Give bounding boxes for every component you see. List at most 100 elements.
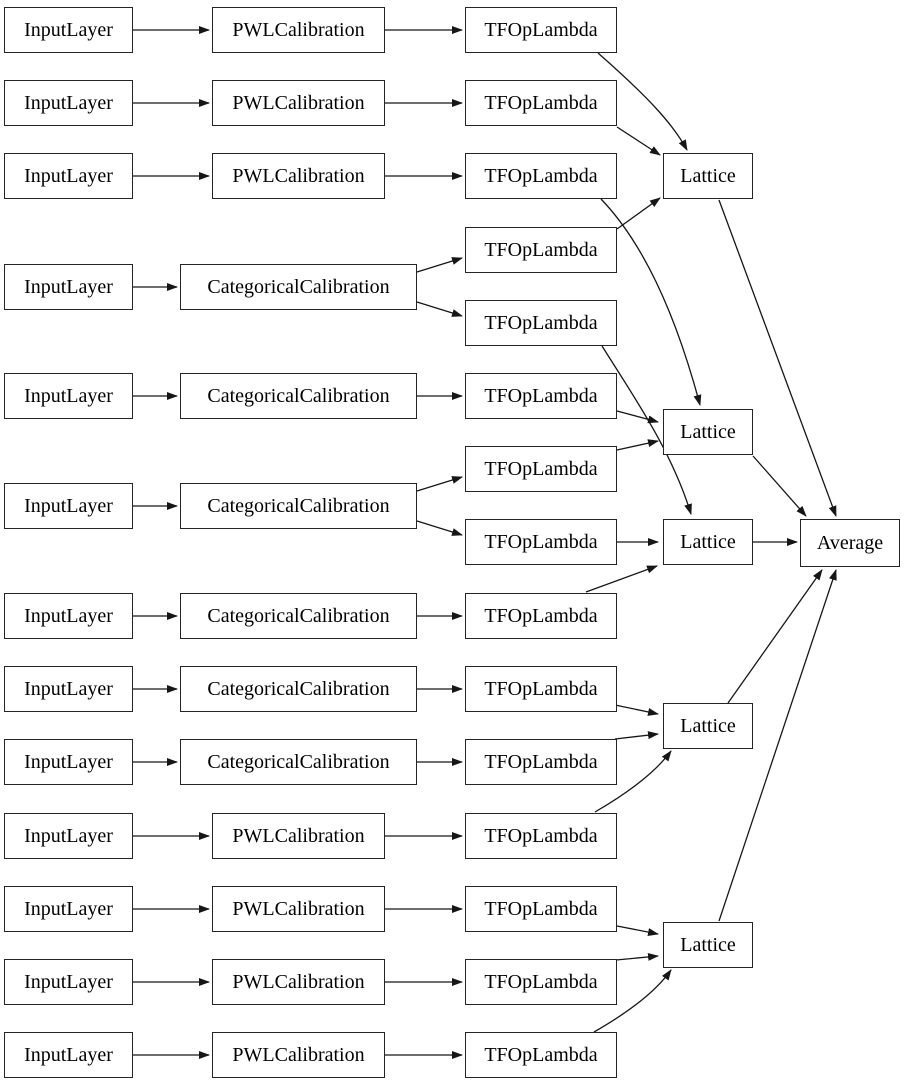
edge-lat1-avg bbox=[718, 199, 837, 517]
node-t6: TFOpLambda bbox=[465, 373, 617, 419]
node-label: InputLayer bbox=[24, 495, 113, 517]
node-label: InputLayer bbox=[24, 898, 113, 920]
node-cal7: CategoricalCalibration bbox=[180, 593, 417, 639]
edge-cal6-t8 bbox=[416, 520, 463, 536]
node-label: InputLayer bbox=[24, 825, 113, 847]
node-label: InputLayer bbox=[24, 92, 113, 114]
node-il13: InputLayer bbox=[4, 1032, 133, 1078]
node-label: InputLayer bbox=[24, 19, 113, 41]
edge-t12-lat4 bbox=[594, 750, 672, 813]
node-t8: TFOpLambda bbox=[465, 519, 617, 565]
node-label: TFOpLambda bbox=[484, 751, 598, 773]
edge-t6-lat2 bbox=[616, 410, 659, 424]
node-label: CategoricalCalibration bbox=[207, 605, 390, 627]
node-t4: TFOpLambda bbox=[465, 227, 617, 273]
node-label: TFOpLambda bbox=[484, 239, 598, 261]
node-label: PWLCalibration bbox=[232, 971, 365, 993]
node-t15: TFOpLambda bbox=[465, 1032, 617, 1078]
edge-t4-lat1 bbox=[616, 197, 661, 230]
node-label: PWLCalibration bbox=[232, 165, 365, 187]
node-label: InputLayer bbox=[24, 165, 113, 187]
node-label: InputLayer bbox=[24, 1044, 113, 1066]
node-il5: InputLayer bbox=[4, 373, 133, 419]
node-t1: TFOpLambda bbox=[465, 7, 617, 53]
node-label: InputLayer bbox=[24, 971, 113, 993]
node-label: Lattice bbox=[680, 421, 736, 443]
node-label: PWLCalibration bbox=[232, 19, 365, 41]
node-lat4: Lattice bbox=[663, 703, 753, 749]
node-label: CategoricalCalibration bbox=[207, 276, 390, 298]
node-label: TFOpLambda bbox=[484, 312, 598, 334]
node-cal5: CategoricalCalibration bbox=[180, 373, 417, 419]
edge-lat4-avg bbox=[727, 569, 823, 704]
node-cal13: PWLCalibration bbox=[212, 1032, 385, 1078]
node-label: Lattice bbox=[680, 165, 736, 187]
node-label: Lattice bbox=[680, 715, 736, 737]
node-il9: InputLayer bbox=[4, 739, 133, 785]
node-t10: TFOpLambda bbox=[465, 666, 617, 712]
node-il2: InputLayer bbox=[4, 80, 133, 126]
node-label: Lattice bbox=[680, 934, 736, 956]
node-il1: InputLayer bbox=[4, 7, 133, 53]
node-t3: TFOpLambda bbox=[465, 153, 617, 199]
edge-cal6-t7 bbox=[416, 476, 463, 492]
edge-lat5-avg bbox=[718, 569, 837, 922]
edge-t1-lat1 bbox=[597, 52, 688, 151]
node-il12: InputLayer bbox=[4, 959, 133, 1005]
node-cal3: PWLCalibration bbox=[212, 153, 385, 199]
node-il4: InputLayer bbox=[4, 264, 133, 310]
edge-t13-lat5 bbox=[616, 925, 659, 937]
edge-t3-lat2 bbox=[600, 198, 702, 406]
node-il7: InputLayer bbox=[4, 593, 133, 639]
node-il3: InputLayer bbox=[4, 153, 133, 199]
edge-lat2-avg bbox=[752, 455, 807, 517]
node-label: TFOpLambda bbox=[484, 971, 598, 993]
node-label: InputLayer bbox=[24, 605, 113, 627]
node-label: CategoricalCalibration bbox=[207, 751, 390, 773]
node-label: TFOpLambda bbox=[484, 385, 598, 407]
node-il8: InputLayer bbox=[4, 666, 133, 712]
node-il6: InputLayer bbox=[4, 483, 133, 529]
edge-t7-lat2 bbox=[616, 439, 659, 451]
node-cal11: PWLCalibration bbox=[212, 886, 385, 932]
node-t14: TFOpLambda bbox=[465, 959, 617, 1005]
node-lat5: Lattice bbox=[663, 922, 753, 968]
node-label: InputLayer bbox=[24, 751, 113, 773]
node-t7: TFOpLambda bbox=[465, 446, 617, 492]
edge-t11-lat4 bbox=[614, 731, 659, 740]
node-t12: TFOpLambda bbox=[465, 813, 617, 859]
node-label: TFOpLambda bbox=[484, 825, 598, 847]
node-lat2: Lattice bbox=[663, 409, 753, 455]
node-label: PWLCalibration bbox=[232, 92, 365, 114]
edge-cal4-t4 bbox=[416, 257, 463, 273]
edge-t5-lat3 bbox=[601, 345, 692, 515]
node-label: PWLCalibration bbox=[232, 825, 365, 847]
node-label: CategoricalCalibration bbox=[207, 495, 390, 517]
node-label: PWLCalibration bbox=[232, 898, 365, 920]
node-cal6: CategoricalCalibration bbox=[180, 483, 417, 529]
node-label: TFOpLambda bbox=[484, 531, 598, 553]
node-t9: TFOpLambda bbox=[465, 593, 617, 639]
node-label: TFOpLambda bbox=[484, 898, 598, 920]
edge-cal4-t5 bbox=[416, 301, 463, 317]
node-label: TFOpLambda bbox=[484, 1044, 598, 1066]
node-label: InputLayer bbox=[24, 385, 113, 407]
node-t5: TFOpLambda bbox=[465, 300, 617, 346]
node-t11: TFOpLambda bbox=[465, 739, 617, 785]
node-lat3: Lattice bbox=[663, 519, 753, 565]
node-cal12: PWLCalibration bbox=[212, 959, 385, 1005]
node-cal4: CategoricalCalibration bbox=[180, 264, 417, 310]
node-label: CategoricalCalibration bbox=[207, 385, 390, 407]
node-label: TFOpLambda bbox=[484, 92, 598, 114]
node-label: TFOpLambda bbox=[484, 678, 598, 700]
node-label: Average bbox=[816, 532, 884, 554]
edge-t15-lat5 bbox=[593, 969, 672, 1033]
edge-t10-lat4 bbox=[614, 704, 659, 716]
edge-t2-lat1 bbox=[616, 126, 661, 156]
node-cal8: CategoricalCalibration bbox=[180, 666, 417, 712]
node-label: TFOpLambda bbox=[484, 458, 598, 480]
node-il11: InputLayer bbox=[4, 886, 133, 932]
node-label: Lattice bbox=[680, 531, 736, 553]
node-label: TFOpLambda bbox=[484, 165, 598, 187]
